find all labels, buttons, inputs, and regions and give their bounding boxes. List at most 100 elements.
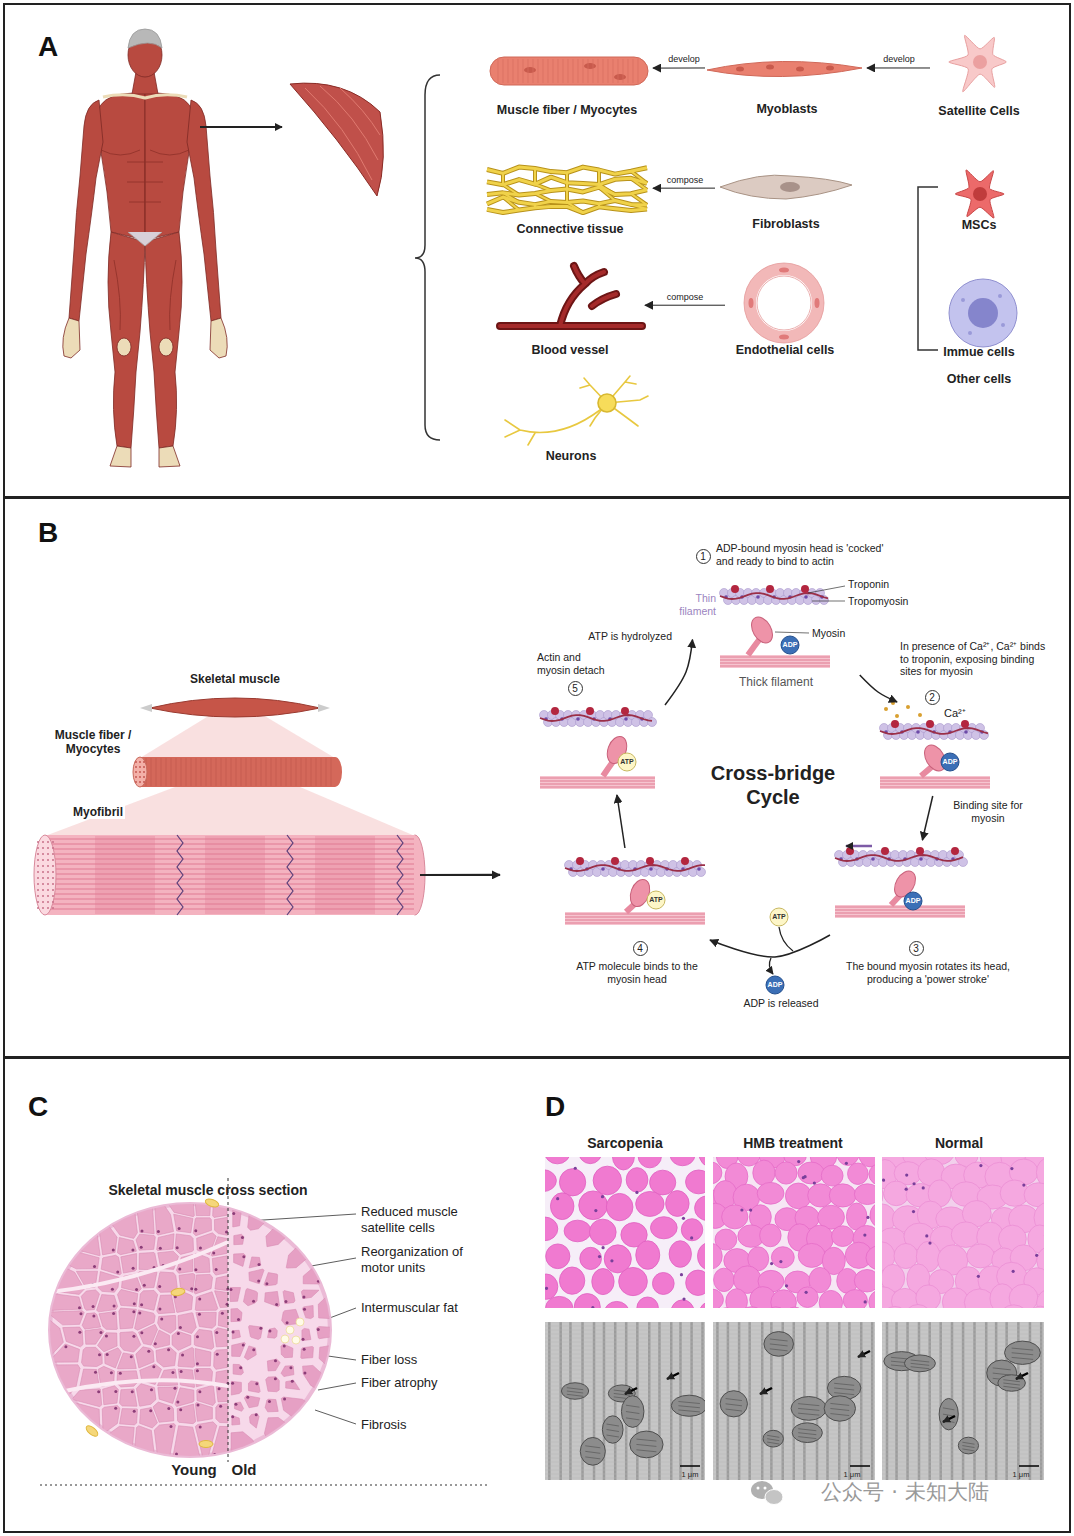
micrograph-image-part-part [678, 1402, 699, 1404]
myofibril-detail-part [37, 883, 39, 885]
panel-letter: A [38, 30, 58, 64]
cross-bridge-picture [720, 585, 831, 668]
micrograph-image [713, 1322, 875, 1480]
cross-bridge-picture-part [576, 857, 584, 865]
cross-section-part-part [302, 1305, 313, 1318]
scale-label: 1 μm [1013, 1470, 1030, 1479]
cross-section-part-part [303, 1308, 306, 1311]
edge-label: develop [881, 54, 917, 65]
human-half-part [97, 92, 145, 240]
histology-image-part-part [785, 1284, 788, 1287]
fiber-detail-part [135, 781, 137, 783]
micrograph-image-part-part [834, 1393, 854, 1395]
human-half-part [108, 232, 145, 448]
cross-section-part-part [286, 1380, 300, 1389]
cross-section-part-part [302, 1328, 311, 1340]
cross-section-part-part [133, 1302, 136, 1305]
cycle-extras-part [781, 636, 799, 654]
cross-section-part-part [303, 1259, 323, 1284]
micrograph-image-part-part [895, 1322, 898, 1480]
micrograph-image-part-part [767, 1442, 779, 1444]
connective-tissue-icon-part [598, 170, 600, 185]
histology-image-part-part [713, 1162, 722, 1184]
fiber-striations-part [633, 59, 634, 83]
fiber-detail-part [331, 758, 332, 786]
myofibril-detail-part [46, 899, 414, 900]
histology-image-part-part [854, 1269, 875, 1291]
cross-section-part-part [195, 1403, 212, 1422]
structure: Myofibril [40, 800, 420, 920]
cross-section-part-part [216, 1404, 228, 1423]
cross-section-part-part [194, 1268, 197, 1271]
micrograph-image-part-part [792, 1423, 822, 1443]
micrograph-image-part-part [911, 1367, 930, 1369]
myofibril-detail-part [205, 836, 265, 914]
cell-type: MSCs [940, 165, 1020, 236]
micrograph-image-part-part [713, 1462, 875, 1463]
micrograph-image-part-part [713, 1374, 875, 1375]
cross-bridge-picture-part [835, 905, 965, 918]
cross-bridge-picture-part [565, 865, 705, 871]
myofibril-detail-part [37, 907, 39, 909]
micrograph-image-part-part [798, 1437, 816, 1439]
cross-section-part-part [241, 1236, 244, 1239]
cell-label: Satellite Cells [938, 104, 1019, 119]
histology-image-part-part [545, 1157, 705, 1308]
cross-section-part-part [110, 1371, 113, 1374]
cell-label: Endothelial cells [736, 343, 835, 358]
cross-section-part-part [135, 1452, 138, 1455]
cross-section-part-part [58, 1444, 61, 1447]
cross-section-part-part [289, 1366, 292, 1369]
myofibril-icon-part [45, 835, 415, 915]
cell-type: Satellite Cells [930, 30, 1030, 122]
fiber-detail-part [201, 758, 202, 786]
micrograph-image-part-part [713, 1350, 875, 1351]
cross-section-part-part [132, 1335, 135, 1338]
cross-section-part-part [140, 1229, 143, 1232]
micrograph-image-part-part [918, 1322, 921, 1480]
neuron-icon-part [598, 394, 616, 412]
group-label: Other cells [947, 372, 1012, 387]
micrograph-image-part-part [860, 1322, 863, 1480]
histology-image-part-part [1010, 1167, 1013, 1170]
micrograph-image-part-part [882, 1330, 1044, 1331]
cross-section-part-part [174, 1214, 193, 1233]
micrograph-image-part-part [1012, 1353, 1034, 1355]
cross-section-part-part [72, 1389, 102, 1407]
edge-label: Binding site for myosin [945, 799, 1031, 824]
micrograph-image-part-part [713, 1342, 875, 1343]
cross-bridge-picture-part [540, 778, 655, 779]
histology-image-part-part [925, 1234, 928, 1237]
skeletal-muscle-icon [45, 698, 415, 836]
fiber-striations-part [563, 59, 564, 83]
step-text: ATP molecule binds to the myosin head [567, 960, 707, 985]
cross-section-part [42, 1197, 335, 1461]
cross-section-part-part [167, 1348, 170, 1351]
human-figure-part [128, 29, 162, 48]
micrograph-image-part-part [830, 1403, 849, 1405]
cross-section-part-part [265, 1399, 278, 1412]
myofibril-detail-part [52, 889, 54, 891]
cross-section-part-part [59, 1214, 62, 1217]
cycle-step: 5Actin and myosin detach [530, 645, 665, 795]
fiber-striations-part [638, 59, 639, 83]
fiber-striations-part [533, 59, 534, 83]
histology-image-part-part [650, 1170, 676, 1195]
micrograph-image-part-part [621, 1396, 644, 1428]
cycle-extras-part [769, 958, 773, 974]
myofibril-detail-part [46, 844, 414, 845]
micrograph-image-part-part [834, 1383, 854, 1385]
histology-image-part-part [578, 1157, 602, 1164]
cross-bridge-picture-part [565, 923, 705, 924]
neuron-icon [505, 376, 648, 445]
cross-section-part-part [53, 1265, 56, 1268]
edge-label: ATP is hydrolyzed [588, 630, 672, 643]
human-figure-part [103, 95, 187, 98]
myofibril-detail-part [47, 847, 49, 849]
cross-section-part-part [136, 1200, 154, 1234]
connective-tissue-icon-part [631, 204, 647, 209]
cross-section-part-part [283, 1398, 286, 1401]
fiber-detail-part [143, 776, 145, 778]
skeletal-muscle-icon-part [140, 712, 335, 758]
micrograph-image-part-part [585, 1446, 600, 1448]
